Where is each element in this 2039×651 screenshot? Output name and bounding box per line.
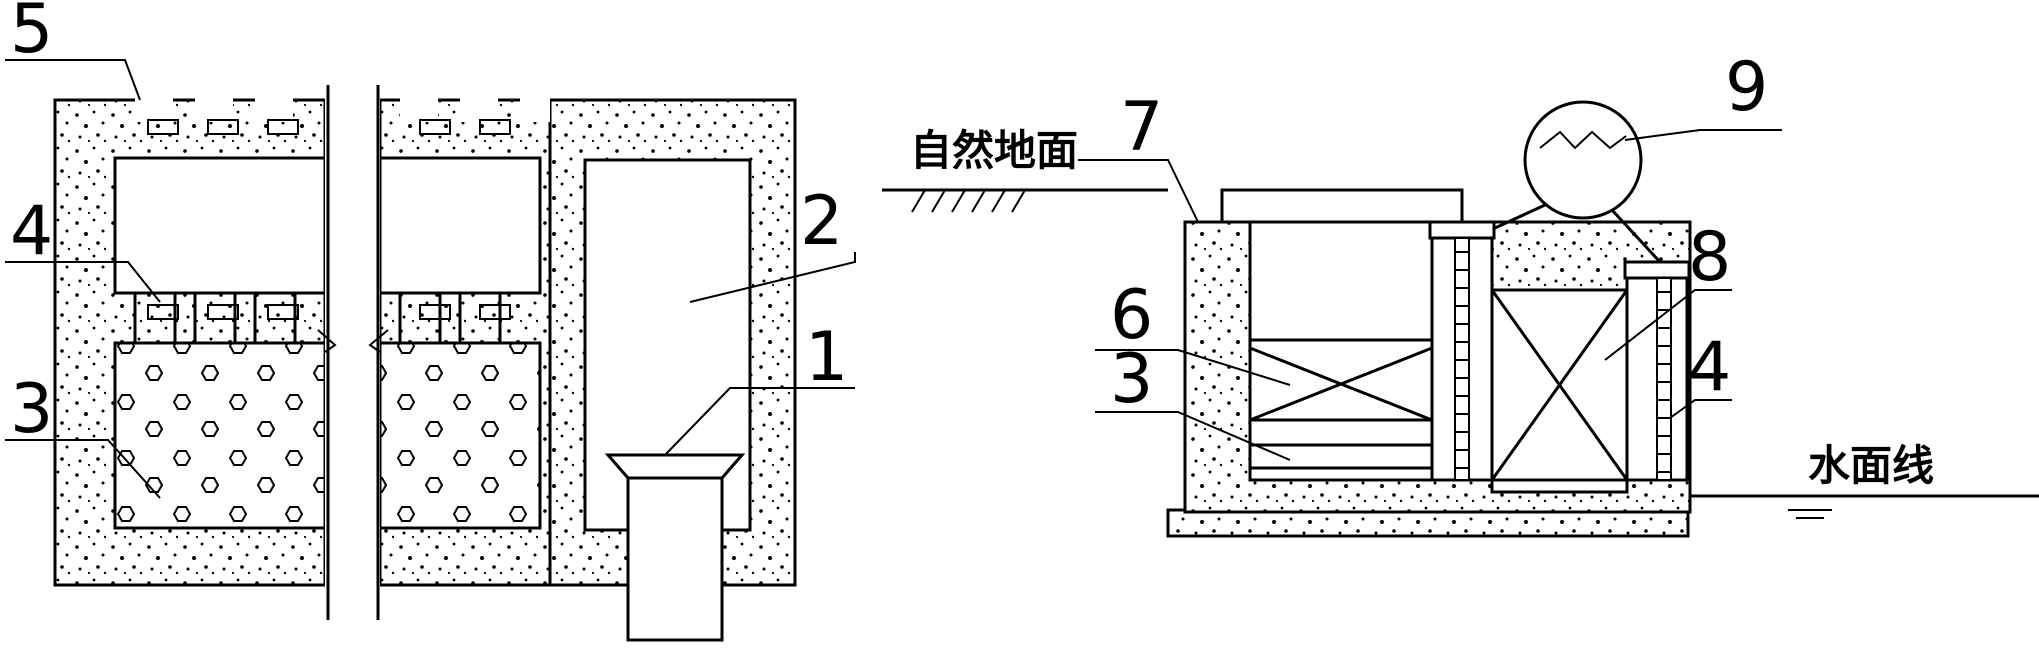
top-crenellations — [135, 96, 550, 122]
cover-slab — [1220, 188, 1464, 224]
left-section-drawing: 5 4 3 2 1 — [5, 0, 856, 642]
left-upper-chamber — [113, 156, 327, 295]
filter-chamber — [1248, 220, 1434, 482]
base-slab — [1166, 508, 1690, 538]
ground-label: 自然地面 — [910, 126, 1078, 175]
callout-5: 5 — [10, 0, 53, 69]
pump-symbol — [1523, 100, 1643, 220]
section-break-gap — [325, 80, 380, 620]
callout-4-right: 4 — [1688, 328, 1731, 407]
callout-2: 2 — [800, 182, 843, 261]
callout-8: 8 — [1688, 218, 1731, 297]
upper-pipe-caps — [147, 119, 511, 135]
callout-9: 9 — [1725, 48, 1768, 127]
right-section-drawing: 自然地面 — [882, 48, 2039, 538]
callout-7: 7 — [1120, 88, 1163, 167]
pump-wave-icon — [1539, 130, 1627, 150]
callout-1: 1 — [805, 318, 848, 397]
callout-3-right: 3 — [1110, 340, 1153, 419]
callout-6: 6 — [1110, 276, 1153, 355]
middle-gravel-bed — [378, 341, 542, 530]
left-ladder-rungs — [1455, 251, 1469, 469]
ground-hatch — [911, 189, 1026, 213]
right-ladder-rungs — [1657, 291, 1671, 473]
middle-upper-chamber — [378, 156, 542, 295]
callout-3: 3 — [10, 370, 53, 449]
outlet-pipe — [626, 476, 724, 642]
left-gravel-bed — [113, 341, 327, 530]
callout-4: 4 — [10, 192, 53, 271]
water-label: 水面线 — [1808, 441, 1934, 490]
outlet-funnel — [604, 453, 746, 480]
